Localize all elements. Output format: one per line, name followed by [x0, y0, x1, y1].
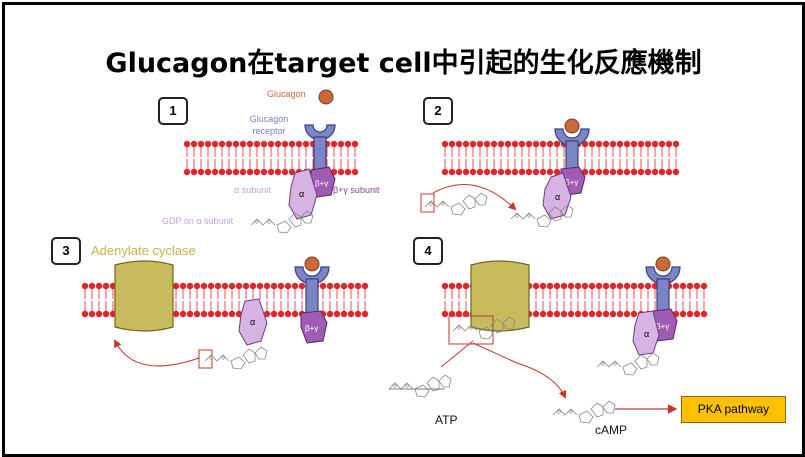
alpha-subunit-shape — [288, 168, 318, 220]
glucagon-receptor — [294, 266, 330, 285]
atp-structure — [388, 374, 452, 398]
adenylate-cyclase-shape — [114, 260, 174, 332]
atp-to-camp-arrow — [472, 342, 567, 399]
gdp-on-alpha-label: GDP on α subunit — [162, 216, 234, 226]
glucagon-label: Glucagon — [267, 89, 306, 99]
released-gdp-box — [420, 193, 435, 213]
camp-label: cAMP — [595, 423, 628, 437]
step-3-badge: 3 — [51, 237, 81, 265]
receptor-label: Glucagon receptor — [249, 114, 289, 136]
membrane-bilayer — [183, 140, 359, 176]
glucagon-molecule — [564, 118, 580, 134]
alpha-text: α — [644, 329, 649, 339]
panel-2: β+γ α — [420, 118, 590, 228]
gtp-box — [448, 315, 494, 345]
gtp-structure — [510, 204, 574, 228]
step-1-badge: 1 — [158, 97, 188, 125]
step-4-badge: 4 — [413, 237, 443, 265]
beta-gamma-text: β+γ — [305, 324, 318, 333]
alpha-text: α — [250, 317, 255, 327]
glucagon-receptor — [554, 128, 590, 147]
activation-arrow — [114, 339, 200, 367]
beta-gamma-subunit-shape — [300, 310, 328, 344]
camp-structure — [552, 400, 616, 424]
adenylate-cyclase-label: Adenylate cyclase — [91, 243, 196, 258]
beta-gamma-text: β+γ — [565, 178, 578, 187]
alpha-subunit-label: α subunit — [234, 185, 271, 195]
glucagon-molecule — [304, 256, 320, 272]
alpha-subunit-shape — [632, 310, 660, 356]
gdp-structure — [250, 210, 314, 234]
gtp-structure — [204, 346, 268, 370]
glucagon-receptor — [304, 124, 336, 141]
atp-label: ATP — [435, 413, 458, 427]
glucagon-molecule — [318, 89, 334, 105]
membrane-bilayer — [441, 140, 680, 176]
glucagon-molecule — [655, 256, 671, 272]
alpha-subunit-shape — [238, 298, 268, 346]
panel-3: β+γ α — [114, 256, 330, 370]
glucagon-receptor — [645, 266, 681, 285]
step-2-badge: 2 — [423, 97, 453, 125]
beta-gamma-text: β+γ — [315, 179, 328, 188]
panel-4: β+γ α — [388, 256, 681, 424]
atp-line — [440, 340, 474, 368]
cell-membranes — [81, 140, 708, 318]
beta-gamma-text: β+γ — [656, 322, 669, 331]
diagram-canvas: β+γ α β+γ α β+γ — [81, 89, 708, 424]
beta-gamma-subunit-label: β+γ subunit — [333, 185, 380, 195]
alpha-text: α — [299, 189, 304, 199]
gdp-structure — [596, 352, 660, 376]
panel-1: β+γ α — [250, 89, 336, 234]
alpha-text: α — [555, 192, 560, 202]
pka-pathway-box: PKA pathway — [681, 396, 786, 423]
exchange-arrow — [432, 184, 517, 211]
diagram-title: Glucagon在target cell中引起的生化反應機制 — [105, 48, 702, 79]
adenylate-cyclase-shape — [470, 260, 530, 332]
